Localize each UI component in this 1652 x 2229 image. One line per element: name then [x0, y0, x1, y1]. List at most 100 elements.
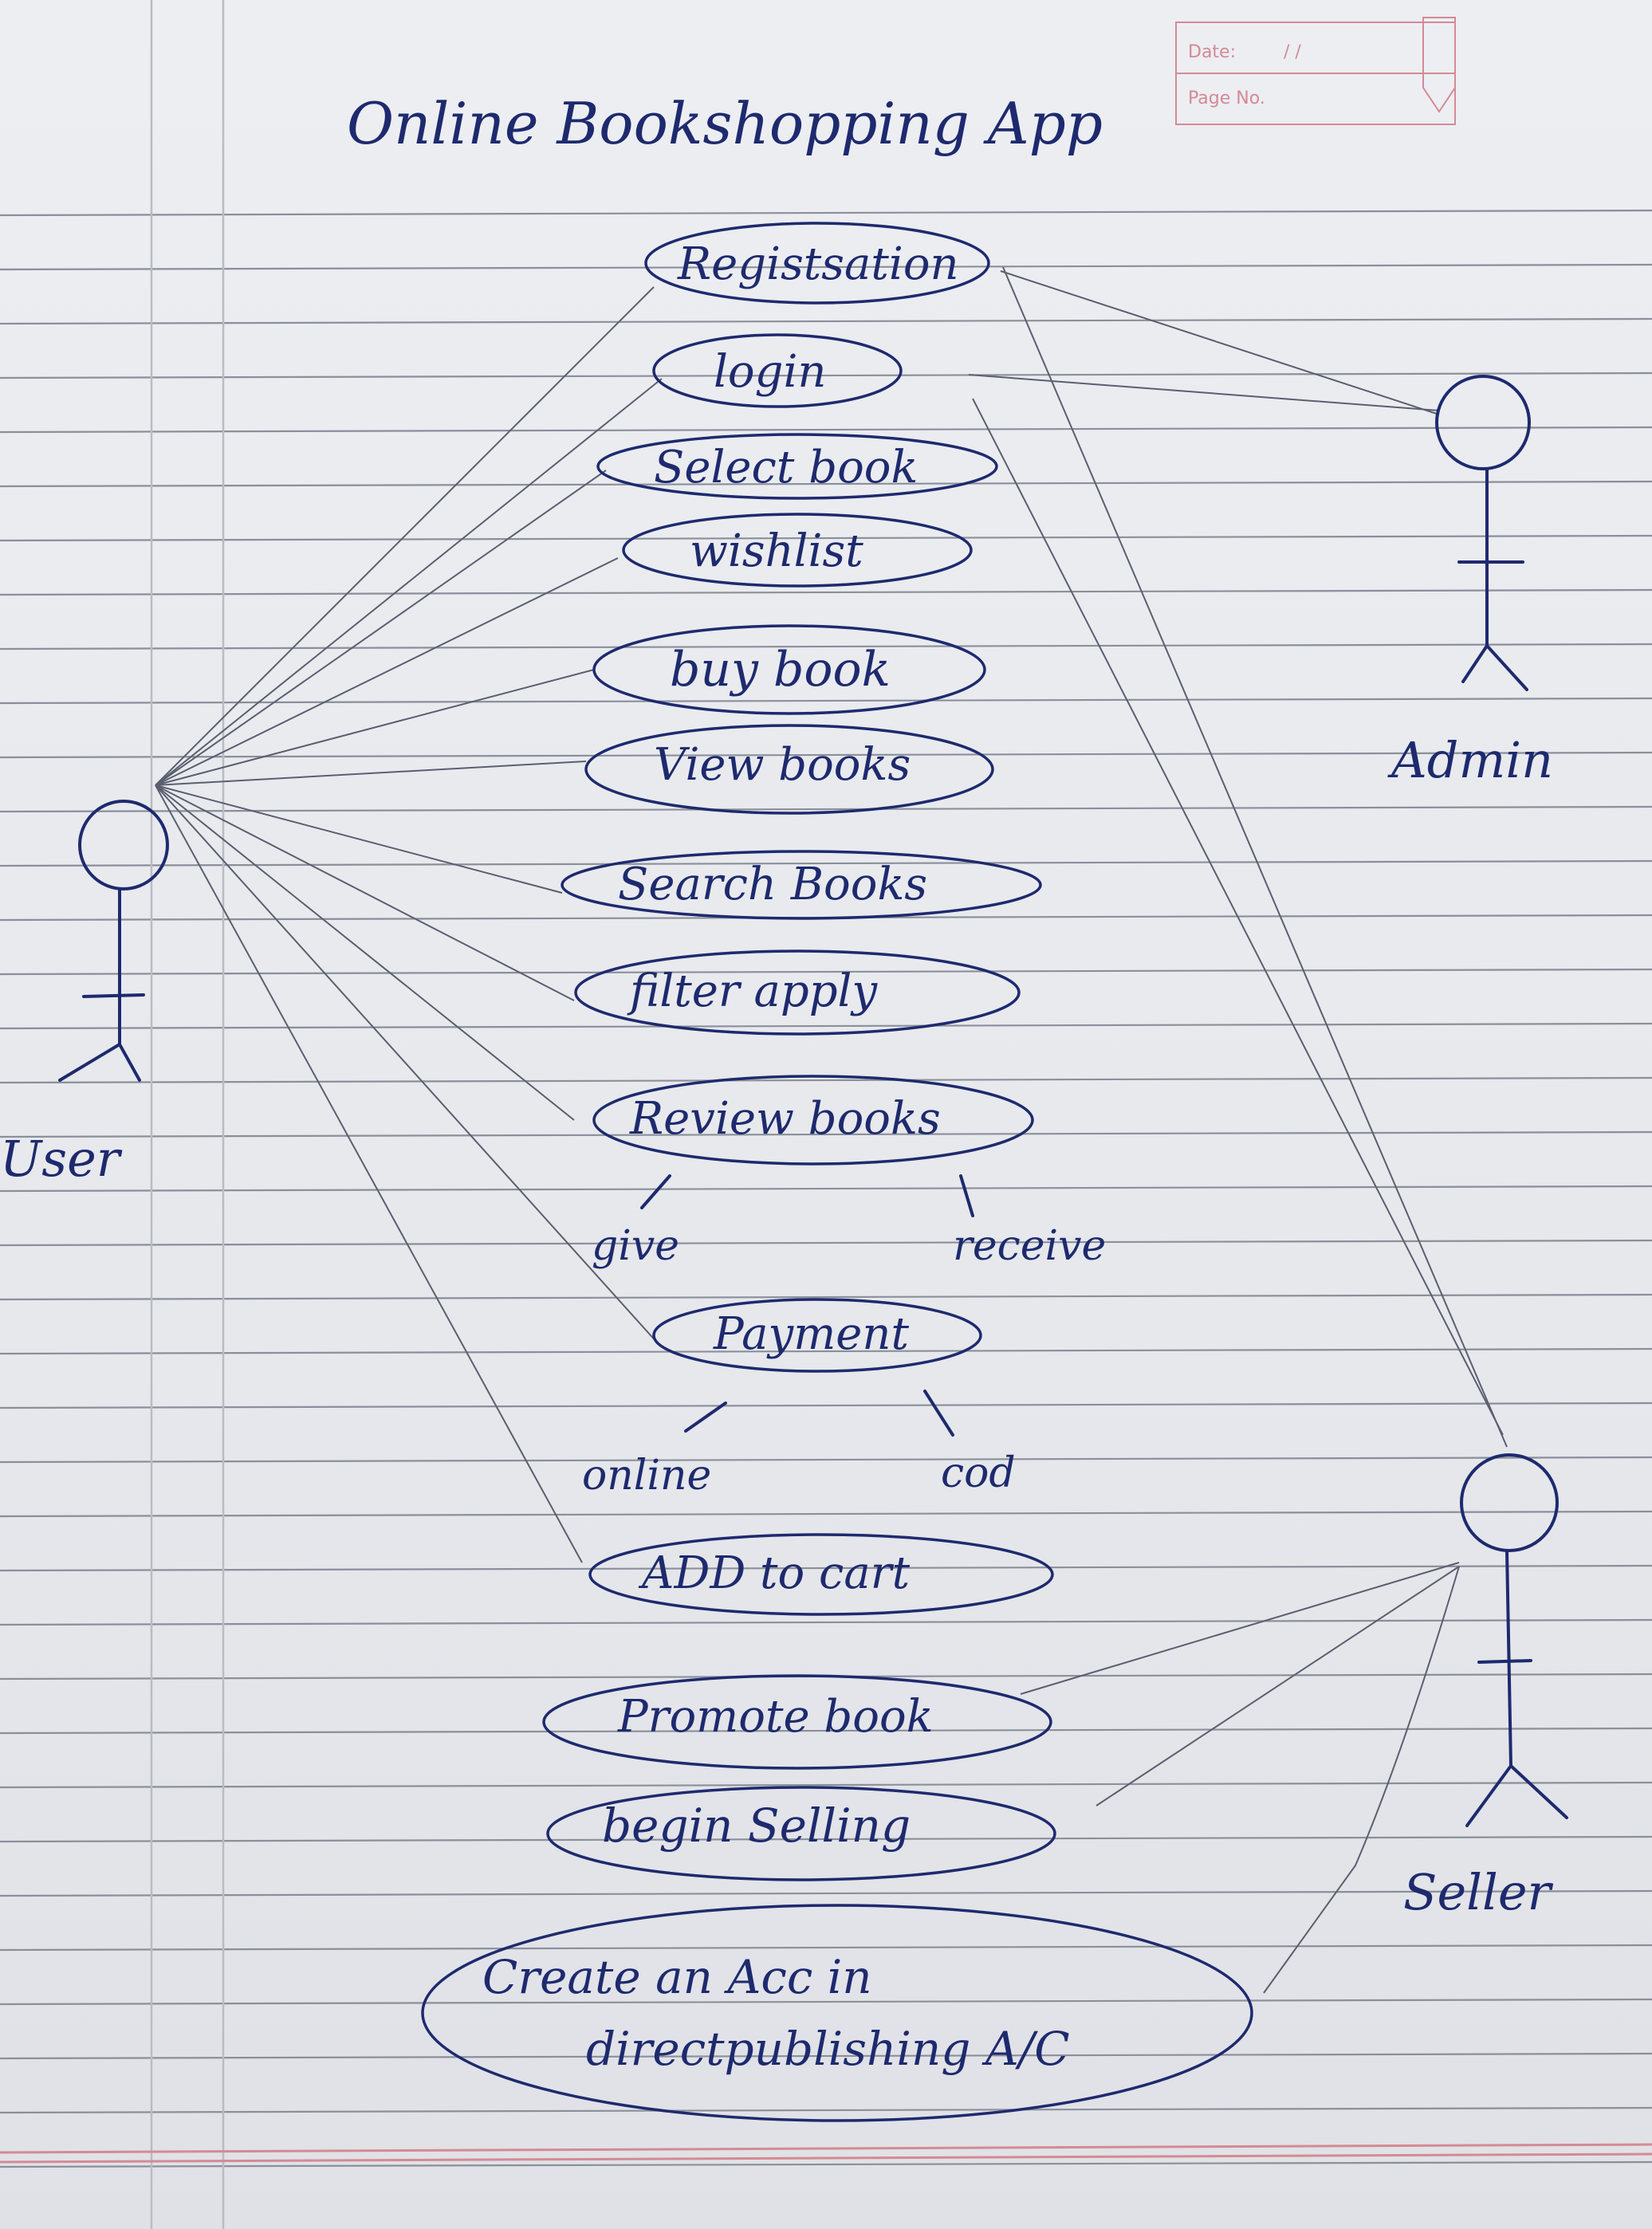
actor-admin: Admin [1387, 375, 1553, 789]
ruled-line [0, 1076, 1652, 1084]
pencil-icon [1422, 17, 1456, 113]
assoc-user-filter-apply [155, 784, 575, 1001]
use-case-create-account-shape [421, 1904, 1253, 2122]
ruled-line [0, 1618, 1652, 1626]
ruled-line [0, 1401, 1652, 1409]
assoc-admin-registration [1000, 270, 1440, 415]
use-case-login-shape [652, 333, 903, 408]
use-case-filter-apply-shape [574, 949, 1021, 1036]
ruled-line [0, 1347, 1652, 1355]
use-case-select-book-shape [596, 433, 998, 500]
payment-online-label: online [582, 1452, 711, 1500]
ruled-line [0, 1998, 1652, 2006]
ruled-line [0, 1564, 1652, 1572]
ruled-line [0, 1456, 1652, 1464]
ruled-line [0, 968, 1652, 976]
assoc-user-payment [155, 784, 659, 1344]
actor-user-label: User [0, 1130, 123, 1188]
actor-admin-label: Admin [1387, 731, 1553, 789]
use-cases: Registsation login Select book wishlist … [421, 222, 1253, 2122]
use-case-add-to-cart-shape [588, 1533, 1054, 1616]
ruled-line [0, 588, 1652, 596]
assoc-seller-promote-book [1020, 1562, 1460, 1695]
use-case-view-books-label: View books [654, 739, 911, 791]
ruled-line [0, 1239, 1652, 1247]
ruled-line [0, 1022, 1652, 1030]
assoc-user-buy-book [155, 669, 595, 786]
use-case-payment-shape [652, 1298, 982, 1373]
ruled-line [0, 2160, 1652, 2168]
assoc-user-search-books [155, 784, 563, 894]
use-case-review-books-shape [592, 1075, 1034, 1166]
use-case-promote-book-shape [542, 1674, 1052, 1770]
assoc-user-review-books [155, 784, 575, 1121]
user-associations [155, 286, 663, 1563]
admin-associations [968, 270, 1440, 415]
ruled-line [0, 317, 1652, 325]
use-case-search-books-shape [560, 850, 1042, 920]
assoc-user-wishlist [155, 557, 619, 786]
branch-cod [923, 1390, 954, 1437]
ruled-line [0, 426, 1652, 434]
ruled-line [0, 209, 1652, 217]
bottom-red-line-2 [0, 2152, 1652, 2164]
use-case-registration-label: Registsation [677, 238, 959, 290]
seller-associations [972, 266, 1508, 1994]
ruled-line [0, 697, 1652, 705]
use-case-view-books-shape [584, 724, 994, 815]
ruled-line [0, 1510, 1652, 1518]
ruled-line [0, 859, 1652, 867]
actor-seller: Seller [1403, 1453, 1568, 1921]
assoc-user-select-book [155, 470, 607, 786]
use-case-review-books-label: Review books [629, 1093, 941, 1145]
ruled-line [0, 751, 1652, 759]
use-case-payment-label: Payment [713, 1308, 909, 1360]
ruled-line [0, 2106, 1652, 2114]
date-page-box: Date: / / Page No. [1175, 17, 1456, 125]
ruled-line [0, 1130, 1652, 1138]
payment-cod-label: cod [941, 1449, 1016, 1497]
assoc-seller-begin-selling [1095, 1566, 1460, 1806]
ruled-line [0, 1944, 1652, 1952]
use-case-wishlist-shape [622, 513, 973, 588]
page-no-label: Page No. [1188, 88, 1265, 108]
ruled-line [0, 805, 1652, 813]
branch-receive [959, 1174, 974, 1217]
actor-user: User [0, 800, 169, 1188]
assoc-seller-registration [1002, 266, 1508, 1448]
use-case-create-account-label-line2: directpublishing A/C [586, 2022, 1070, 2076]
assoc-user-login [155, 378, 663, 786]
use-case-login-label: login [714, 346, 826, 398]
use-case-promote-book-label: Promote book [617, 1691, 934, 1743]
assoc-admin-login [968, 374, 1440, 411]
seller-head [1460, 1453, 1559, 1552]
branch-online [684, 1401, 727, 1433]
admin-head [1435, 375, 1531, 470]
ruled-line [0, 1781, 1652, 1789]
use-case-registration-shape [644, 222, 990, 305]
use-case-search-books-label: Search Books [618, 859, 927, 910]
branch-give [640, 1174, 671, 1209]
use-case-begin-selling-shape [546, 1786, 1056, 1881]
use-case-buy-book-shape [592, 624, 986, 715]
ruled-line [0, 2052, 1652, 2060]
use-case-wishlist-label: wishlist [690, 525, 863, 577]
ruled-line [0, 1185, 1652, 1193]
bottom-red-line [0, 2143, 1652, 2154]
ruled-line [0, 534, 1652, 542]
assoc-seller-login [972, 398, 1504, 1436]
diagram-title: Online Bookshopping App [347, 90, 1103, 157]
use-case-create-account-label-line1: Create an Acc in [482, 1950, 872, 2004]
review-give-label: give [592, 1222, 679, 1270]
use-case-select-book-label: Select book [654, 442, 918, 493]
use-case-buy-book-label: buy book [670, 642, 891, 698]
user-head [78, 800, 169, 890]
actor-seller-label: Seller [1403, 1863, 1554, 1921]
use-case-filter-apply-label: filter apply [627, 965, 878, 1017]
date-value: / / [1284, 42, 1301, 62]
ruled-line [0, 480, 1652, 488]
date-label: Date: [1188, 42, 1236, 62]
use-case-add-to-cart-label: ADD to cart [638, 1547, 911, 1599]
